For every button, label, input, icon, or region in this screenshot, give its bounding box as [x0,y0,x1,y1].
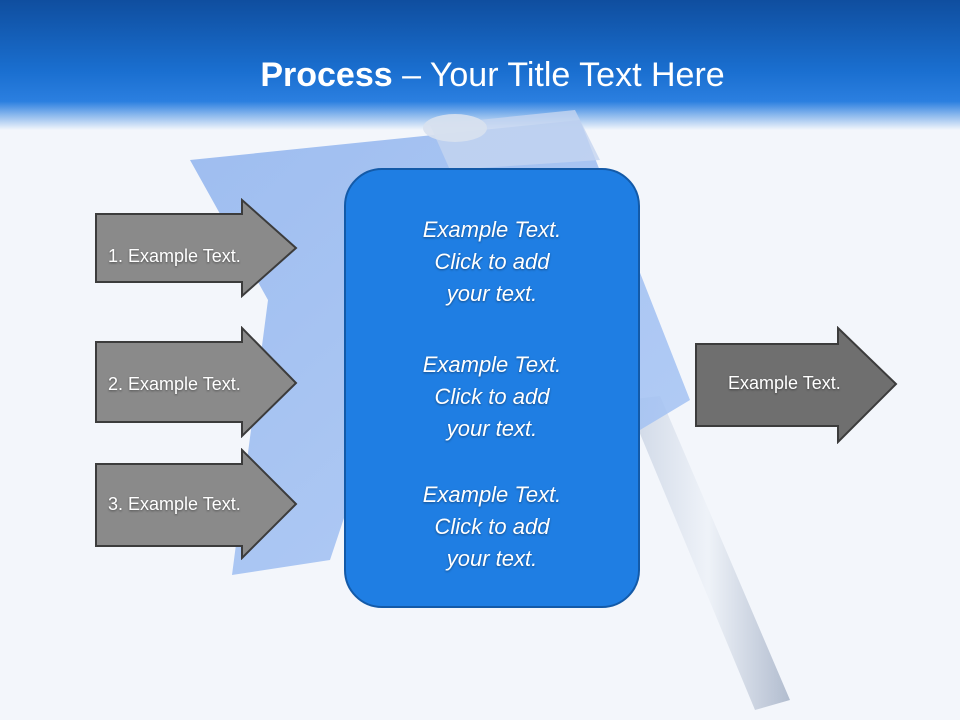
center-text-line: Example Text. [422,217,562,242]
left-arrow-label: 2. Example Text. [108,374,241,394]
center-text-line: your text. [446,546,538,571]
center-text-line: your text. [446,281,538,306]
center-text-block: Example Text. Click to add your text. [346,349,638,445]
left-arrow-label: 3. Example Text. [108,494,241,514]
center-text-line: Click to add [434,514,550,539]
left-arrow-2[interactable]: 2. Example Text. [94,326,300,438]
arrow-shape-icon [95,198,298,298]
arrow-shape-icon [95,448,298,560]
center-process-box[interactable]: Example Text. Click to add your text. Ex… [344,168,640,608]
center-text-block: Example Text. Click to add your text. [346,479,638,575]
left-arrow-1[interactable]: 1. Example Text. [94,198,300,298]
page-title: Process – Your Title Text Here [0,52,960,98]
left-arrow-label: 1. Example Text. [108,246,241,266]
title-bold: Process [260,56,393,94]
arrow-shape-icon [95,326,298,438]
title-bar [0,0,960,130]
center-text-line: Example Text. [422,352,562,377]
right-arrow[interactable]: Example Text. [694,326,900,444]
center-text-line: Click to add [434,249,550,274]
center-text-line: Click to add [434,384,550,409]
center-text-block: Example Text. Click to add your text. [346,214,638,310]
left-arrow-3[interactable]: 3. Example Text. [94,448,300,560]
center-text-line: your text. [446,416,538,441]
center-text-line: Example Text. [422,482,562,507]
right-arrow-label: Example Text. [728,373,841,393]
title-rest: – Your Title Text Here [392,56,725,94]
arrow-shape-icon [695,326,898,444]
